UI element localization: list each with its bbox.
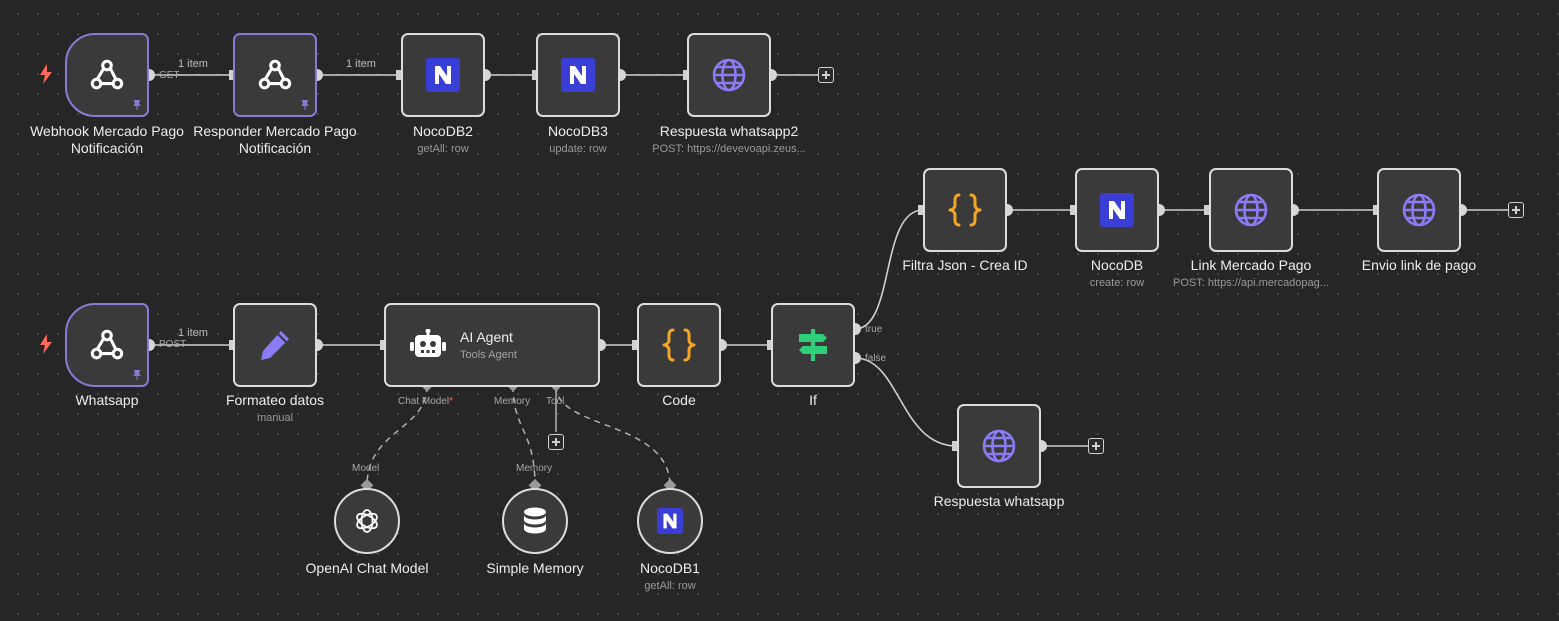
- node-responder-mercado-pago[interactable]: [233, 33, 317, 117]
- pin-icon: [133, 100, 141, 110]
- edge-tool-nocodb1: [555, 385, 671, 487]
- code-braces-icon: [662, 328, 696, 362]
- pin-icon: [301, 100, 309, 110]
- code-braces-icon: [948, 193, 982, 227]
- node-filtra-json[interactable]: [923, 168, 1007, 252]
- node-sublabel: manual: [256, 412, 294, 424]
- ai-agent-subtitle: Tools Agent: [460, 349, 517, 361]
- globe-icon: [1234, 193, 1268, 227]
- signpost-icon: [799, 329, 827, 361]
- node-label: OpenAI Chat Model: [305, 560, 429, 576]
- node-label: NocoDB2: [413, 123, 473, 139]
- memory-port-label: Memory: [516, 463, 553, 474]
- node-respuesta-whatsapp2[interactable]: [687, 33, 771, 117]
- node-nocodb[interactable]: [1075, 168, 1159, 252]
- memory-port-label: Memory: [494, 396, 531, 407]
- nocodb-icon: [426, 58, 460, 92]
- webhook-icon: [258, 59, 292, 90]
- node-respuesta-whatsapp[interactable]: [957, 404, 1041, 488]
- add-node-after-respuesta-button[interactable]: [1088, 438, 1104, 454]
- node-label: Responder Mercado Pago Notificación: [193, 123, 357, 156]
- if-false-label: false: [865, 353, 887, 364]
- edge-if-true: [854, 209, 924, 330]
- database-icon: [524, 507, 546, 534]
- nocodb-icon: [657, 508, 683, 534]
- node-label: NocoDB: [1090, 257, 1144, 273]
- trigger-bolt-icon: [40, 64, 52, 84]
- pin-icon: [133, 370, 141, 380]
- trigger-bolt-icon: [40, 334, 52, 354]
- webhook-method-label: GET: [159, 70, 180, 81]
- node-code[interactable]: [637, 303, 721, 387]
- pencil-icon: [261, 331, 289, 360]
- node-link-mercado-pago[interactable]: [1209, 168, 1293, 252]
- node-nocodb3[interactable]: [536, 33, 620, 117]
- node-label: Envio link de pago: [1361, 257, 1477, 273]
- node-sublabel: getAll: row: [644, 580, 696, 592]
- add-node-after-envio-button[interactable]: [1508, 202, 1524, 218]
- openai-icon: [356, 509, 378, 533]
- node-label: Link Mercado Pago: [1190, 257, 1312, 273]
- robot-icon: [410, 329, 446, 357]
- node-formateo-datos[interactable]: [233, 303, 317, 387]
- node-label: Filtra Json - Crea ID: [902, 257, 1028, 273]
- nocodb-icon: [1100, 193, 1134, 227]
- edge-item-count: 1 item: [346, 58, 376, 70]
- edge-item-count: 1 item: [178, 327, 208, 339]
- node-envio-link[interactable]: [1377, 168, 1461, 252]
- edge-if-false: [854, 357, 958, 447]
- node-label: Respuesta whatsapp: [933, 493, 1065, 509]
- model-port-label: Model: [352, 463, 380, 474]
- if-true-label: true: [865, 324, 883, 335]
- node-sublabel: getAll: row: [417, 143, 469, 155]
- chat-model-port-label: Chat Model*: [398, 396, 454, 407]
- node-sublabel: create: row: [1089, 277, 1145, 289]
- webhook-method-label: POST: [159, 339, 187, 350]
- node-openai-chat-model[interactable]: [334, 488, 400, 554]
- node-nocodb1[interactable]: [637, 488, 703, 554]
- nocodb-icon: [561, 58, 595, 92]
- webhook-icon: [90, 59, 124, 90]
- add-tool-button[interactable]: [548, 434, 564, 450]
- node-ai-agent[interactable]: AI Agent Tools Agent: [384, 303, 600, 387]
- webhook-icon: [90, 329, 124, 360]
- ai-agent-title: AI Agent: [460, 329, 513, 345]
- node-label: Formateo datos: [225, 392, 325, 408]
- node-sublabel: update: row: [549, 143, 607, 155]
- globe-icon: [1402, 193, 1436, 227]
- node-label: Simple Memory: [486, 560, 584, 576]
- node-label: NocoDB3: [548, 123, 608, 139]
- node-label: Whatsapp: [75, 392, 139, 408]
- node-label: If: [809, 392, 817, 408]
- edge-item-count: 1 item: [178, 58, 208, 70]
- node-label: Respuesta whatsapp2: [659, 123, 799, 139]
- node-label: Code: [662, 392, 696, 408]
- tool-port-label: Tool: [546, 396, 565, 407]
- edge-chatmodel-openai: [366, 385, 428, 487]
- node-if[interactable]: [771, 303, 855, 387]
- globe-icon: [982, 429, 1016, 463]
- node-sublabel: POST: https://api.mercadopag...: [1173, 277, 1329, 289]
- node-whatsapp-webhook[interactable]: [65, 303, 149, 387]
- node-webhook-mercado-pago[interactable]: [65, 33, 149, 117]
- node-label: NocoDB1: [640, 560, 700, 576]
- globe-icon: [712, 58, 746, 92]
- edge-memory-simple: [512, 385, 536, 487]
- node-simple-memory[interactable]: [502, 488, 568, 554]
- node-sublabel: POST: https://devevoapi.zeus...: [652, 143, 806, 155]
- node-nocodb2[interactable]: [401, 33, 485, 117]
- add-node-after-respuesta2-button[interactable]: [818, 67, 834, 83]
- node-label: Webhook Mercado Pago Notificación: [30, 123, 184, 156]
